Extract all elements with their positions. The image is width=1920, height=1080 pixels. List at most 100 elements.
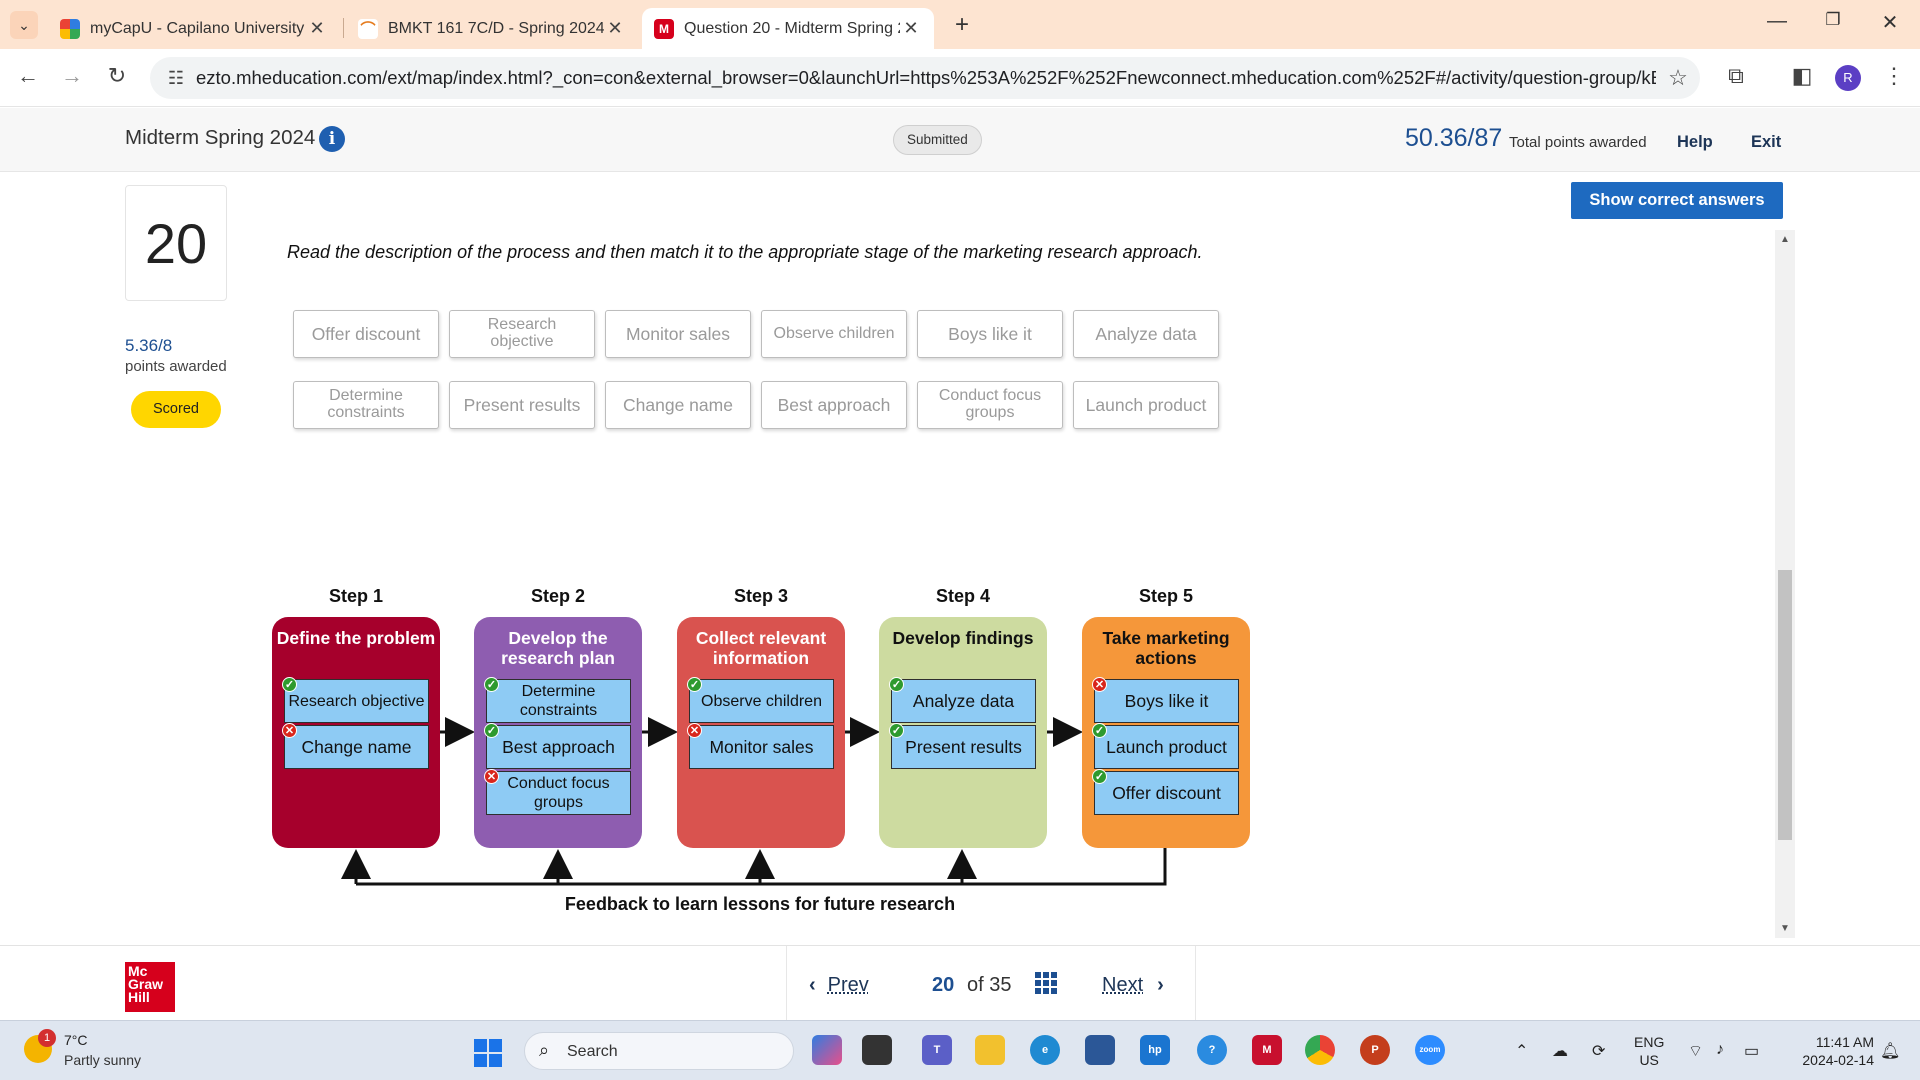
step-1-label: Step 1: [328, 586, 384, 606]
step-4-label: Step 4: [935, 586, 991, 606]
browser-toolbar: ← → ↻ ☷ ezto.mheducation.com/ext/map/ind…: [0, 49, 1920, 107]
battery-icon[interactable]: ▭: [1744, 1043, 1760, 1060]
site-info-icon[interactable]: ☷: [167, 67, 185, 88]
correct-check-icon: ✓: [889, 677, 904, 692]
back-icon[interactable]: ←: [17, 63, 39, 88]
pool-chip-research-objective[interactable]: Research objective: [449, 310, 595, 358]
task-view-icon[interactable]: [862, 1035, 892, 1065]
answer-slot[interactable]: ✕ Conduct focus groups: [484, 769, 631, 815]
extensions-icon[interactable]: ⧉: [1728, 63, 1744, 88]
browser-menu-icon[interactable]: ⋮: [1883, 63, 1905, 88]
url-text[interactable]: ezto.mheducation.com/ext/map/index.html?…: [196, 67, 1656, 88]
myhp-icon[interactable]: hp: [1140, 1035, 1170, 1065]
answer-slot[interactable]: ✓ Present results: [889, 723, 1036, 769]
pool-chip-determine-constraints[interactable]: Determine constraints: [293, 381, 439, 429]
answer-slot[interactable]: ✓ Observe children: [687, 677, 834, 723]
help-app-icon[interactable]: ?: [1197, 1035, 1227, 1065]
prev-button[interactable]: ‹Prev: [809, 974, 869, 997]
copilot-icon[interactable]: [812, 1035, 842, 1065]
address-bar[interactable]: ☷ ezto.mheducation.com/ext/map/index.htm…: [150, 57, 1700, 99]
profile-avatar[interactable]: R: [1835, 65, 1861, 91]
mcgraw-hill-favicon-icon: M: [654, 18, 674, 39]
question-pager: ‹Prev 20 of 35 Next›: [786, 946, 1196, 1021]
tab-question-20[interactable]: M Question 20 - Midterm Spring 2 ✕: [642, 8, 934, 49]
onedrive-icon[interactable]: ☁: [1552, 1043, 1568, 1060]
answer-slot[interactable]: ✓ Launch product: [1092, 723, 1239, 769]
correct-check-icon: ✓: [687, 677, 702, 692]
answer-slot[interactable]: ✕ Monitor sales: [687, 723, 834, 769]
edge-icon[interactable]: e: [1030, 1035, 1060, 1065]
volume-icon[interactable]: ♪: [1716, 1041, 1724, 1058]
scroll-up-icon[interactable]: ▲: [1780, 234, 1790, 245]
chrome-icon[interactable]: [1305, 1035, 1335, 1065]
current-question-number: 20: [932, 974, 955, 996]
incorrect-x-icon: ✕: [484, 769, 499, 784]
minimize-icon[interactable]: —: [1767, 10, 1787, 32]
answer-slot[interactable]: ✓ Analyze data: [889, 677, 1036, 723]
answer-slot[interactable]: ✓ Research objective: [282, 677, 429, 723]
weather-temp[interactable]: 7°C: [64, 1032, 88, 1048]
tray-chevron-icon[interactable]: ⌃: [1515, 1043, 1529, 1060]
windows-start-icon[interactable]: [474, 1039, 502, 1067]
assignment-title: Midterm Spring 2024: [125, 126, 316, 149]
mcafee-icon[interactable]: M: [1252, 1035, 1282, 1065]
scroll-down-icon[interactable]: ▼: [1780, 923, 1790, 934]
tab-search-dropdown-icon[interactable]: ⌄: [10, 11, 38, 39]
bookmark-star-icon[interactable]: ☆: [1668, 65, 1688, 90]
pool-chip-present-results[interactable]: Present results: [449, 381, 595, 429]
answer-text: Monitor sales: [709, 736, 814, 757]
close-tab-icon[interactable]: ✕: [607, 18, 623, 38]
close-tab-icon[interactable]: ✕: [309, 18, 325, 38]
step-2-label: Step 2: [530, 586, 586, 606]
info-icon[interactable]: i: [319, 126, 345, 152]
teams-icon[interactable]: T: [922, 1035, 952, 1065]
exit-link[interactable]: Exit: [1751, 133, 1782, 151]
side-panel-icon[interactable]: ◧: [1791, 63, 1813, 88]
pool-chip-change-name[interactable]: Change name: [605, 381, 751, 429]
powerpoint-icon[interactable]: P: [1360, 1035, 1390, 1065]
forward-icon[interactable]: →: [61, 63, 83, 88]
stage-title: Define the problem: [276, 628, 436, 648]
pool-chip-offer-discount[interactable]: Offer discount: [293, 310, 439, 358]
content-scrollbar[interactable]: ▲ ▼: [1775, 230, 1795, 938]
scrollbar-thumb[interactable]: [1778, 570, 1792, 840]
file-explorer-icon[interactable]: [975, 1035, 1005, 1065]
sync-icon[interactable]: ⟳: [1592, 1043, 1606, 1060]
pool-chip-analyze-data[interactable]: Analyze data: [1073, 310, 1219, 358]
question-number: 20: [125, 185, 227, 301]
next-button[interactable]: Next›: [1102, 974, 1164, 997]
close-window-icon[interactable]: ✕: [1881, 12, 1899, 34]
pool-chip-observe-children[interactable]: Observe children: [761, 310, 907, 358]
restore-icon[interactable]: ❐: [1825, 10, 1841, 29]
help-link[interactable]: Help: [1677, 133, 1713, 151]
answer-slot[interactable]: ✓ Offer discount: [1092, 769, 1239, 815]
answer-slot[interactable]: ✕ Boys like it: [1092, 677, 1239, 723]
stage-define-the-problem: Define the problem ✓ Research objective …: [272, 617, 440, 848]
pool-chip-conduct-focus-groups[interactable]: Conduct focus groups: [917, 381, 1063, 429]
weather-desc[interactable]: Partly sunny: [64, 1052, 142, 1068]
stage-collect-relevant-information: Collect relevant information ✓ Observe c…: [677, 617, 845, 848]
answer-text: Offer discount: [1112, 782, 1221, 803]
input-language[interactable]: ENG US: [1634, 1033, 1664, 1069]
reload-icon[interactable]: ↻: [107, 63, 127, 88]
answer-text: Analyze data: [912, 690, 1015, 711]
wifi-icon[interactable]: ⌔: [1688, 1043, 1704, 1060]
store-icon[interactable]: [1085, 1035, 1115, 1065]
system-clock[interactable]: 11:41 AM 2024-02-14: [1784, 1033, 1874, 1069]
answer-slot[interactable]: ✕ Change name: [282, 723, 429, 769]
answer-slot[interactable]: ✓ Determine constraints: [484, 677, 631, 723]
notification-bell-icon[interactable]: 🔔︎: [1880, 1043, 1901, 1060]
tab-bmkt[interactable]: ⌒ BMKT 161 7C/D - Spring 2024: ✕: [346, 8, 638, 49]
question-grid-icon[interactable]: [1035, 972, 1057, 994]
new-tab-icon[interactable]: +: [954, 11, 969, 38]
zoom-icon[interactable]: zoom: [1415, 1035, 1445, 1065]
close-tab-icon[interactable]: ✕: [903, 18, 919, 38]
pool-chip-best-approach[interactable]: Best approach: [761, 381, 907, 429]
answer-slot[interactable]: ✓ Best approach: [484, 723, 631, 769]
pool-chip-boys-like-it[interactable]: Boys like it: [917, 310, 1063, 358]
pool-chip-monitor-sales[interactable]: Monitor sales: [605, 310, 751, 358]
taskbar-search[interactable]: ⌕ Search: [524, 1032, 794, 1070]
tab-mycapu[interactable]: myCapU - Capilano University ✕: [48, 8, 340, 49]
show-correct-answers-button[interactable]: Show correct answers: [1571, 182, 1783, 219]
pool-chip-launch-product[interactable]: Launch product: [1073, 381, 1219, 429]
